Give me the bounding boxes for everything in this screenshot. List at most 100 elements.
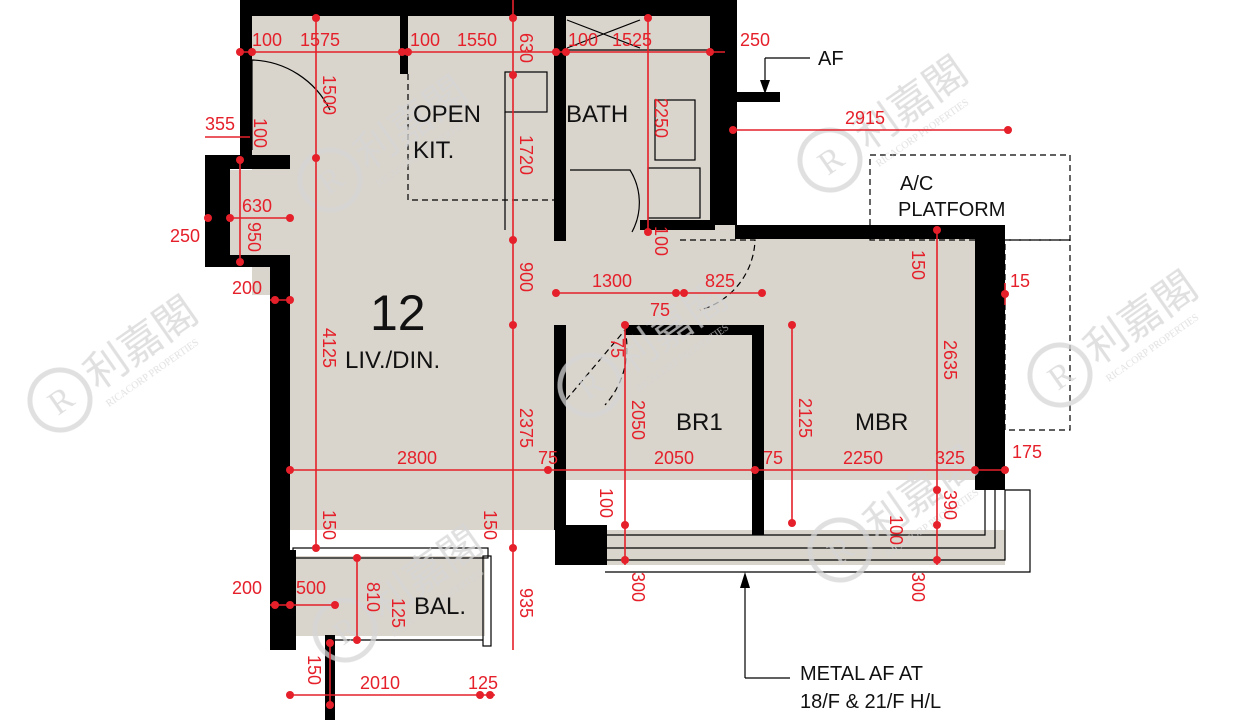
- wall-top-left: [242, 0, 402, 16]
- dim-label: 300: [908, 572, 928, 602]
- tick: [326, 639, 334, 647]
- note-af: AF: [818, 48, 844, 70]
- tick: [933, 486, 941, 494]
- watermark-5: R 利嘉閣 RICACORP PROPERTIES: [1027, 264, 1206, 408]
- wall-balcony-left: [290, 550, 296, 650]
- note-metal-af-1: METAL AF AT: [800, 663, 923, 685]
- dim-label: 2250: [843, 448, 883, 468]
- dim-label: 125: [468, 673, 498, 693]
- watermark-logo-letter: R: [811, 139, 851, 183]
- tick: [486, 691, 494, 699]
- tick: [312, 154, 320, 162]
- closet-floor: [228, 170, 288, 255]
- dim-label: 2800: [397, 448, 437, 468]
- room-label-platform: PLATFORM: [898, 199, 1005, 221]
- dim-label: 200: [232, 278, 262, 298]
- wall-br1-right: [752, 325, 764, 535]
- tick: [562, 48, 570, 56]
- dim-label: 1550: [457, 30, 497, 50]
- dim-label: 100: [568, 30, 598, 50]
- dim-label: 100: [596, 488, 616, 518]
- metal-af-line-3: [605, 490, 1006, 561]
- tick: [1001, 290, 1009, 298]
- watermark-logo-letter: R: [1041, 354, 1081, 398]
- dim-label: 630: [242, 196, 272, 216]
- room-label-bath: BATH: [566, 101, 628, 128]
- tick: [1004, 126, 1012, 134]
- door-mbr: [680, 239, 756, 311]
- dim-label: 2250: [651, 98, 671, 138]
- dim-label: 250: [740, 30, 770, 50]
- tick: [353, 636, 361, 644]
- door-bath: [570, 169, 640, 233]
- balcony-floor: [293, 556, 485, 636]
- dim-label: 825: [705, 271, 735, 291]
- shower-diag-2: [566, 19, 641, 49]
- tick: [204, 214, 212, 222]
- note-metal-af-2: 18/F & 21/F H/L: [800, 691, 941, 713]
- dimension-text: 100 1575 100 1550 630 100 1525 250 355 1…: [170, 30, 1042, 693]
- tick: [933, 521, 941, 529]
- dim-label: 150: [319, 510, 339, 540]
- kitchen-counter: [504, 71, 548, 113]
- tick: [286, 466, 294, 474]
- metal-af-arrow: [740, 572, 750, 588]
- dimension-ticks: [204, 14, 1012, 709]
- af-arrow: [760, 80, 770, 94]
- dim-label: 355: [205, 114, 235, 134]
- tick: [788, 321, 796, 329]
- dim-label: 325: [935, 448, 965, 468]
- tick: [644, 228, 652, 236]
- dim-label: 2010: [360, 673, 400, 693]
- dimension-lines: [205, 0, 1008, 705]
- room-label-liv-number: 12: [370, 285, 426, 341]
- dim-label: 1500: [319, 75, 339, 115]
- dim-label: 100: [886, 515, 906, 545]
- tick: [312, 544, 320, 552]
- tick: [331, 601, 339, 609]
- room-label-br1: BR1: [676, 409, 723, 436]
- dim-label: 1525: [612, 30, 652, 50]
- tick: [621, 556, 629, 564]
- dim-label: 2125: [795, 398, 815, 438]
- dim-label: 390: [940, 490, 960, 520]
- tick: [509, 544, 517, 552]
- wall-closet-left: [205, 155, 230, 267]
- tick: [544, 466, 552, 474]
- dim-label: 150: [908, 250, 928, 280]
- dim-label: 1720: [516, 135, 536, 175]
- tick: [326, 701, 334, 709]
- tick: [236, 258, 244, 266]
- dim-label: 4125: [319, 328, 339, 368]
- watermark-logo-icon: [807, 517, 873, 583]
- tick: [552, 289, 560, 297]
- dim-label: 935: [516, 588, 536, 618]
- dim-label: 175: [1012, 442, 1042, 462]
- dim-label: 300: [628, 572, 648, 602]
- tick: [552, 48, 560, 56]
- dim-label: 950: [244, 222, 264, 252]
- ac-platform-outline: [869, 154, 1071, 241]
- tick: [236, 48, 244, 56]
- tick: [971, 466, 979, 474]
- watermark-logo-icon: [297, 147, 363, 213]
- dim-label: 250: [170, 226, 200, 246]
- tick: [788, 519, 796, 527]
- tick: [404, 48, 412, 56]
- dim-label: 200: [232, 578, 262, 598]
- tick: [286, 601, 294, 609]
- wall-br1-left: [554, 325, 566, 530]
- tick: [509, 236, 517, 244]
- balcony-railing: [292, 547, 489, 559]
- dim-label: 2050: [654, 448, 694, 468]
- wall-right-bath: [710, 0, 737, 225]
- dim-label: 1575: [300, 30, 340, 50]
- room-label-open: OPEN: [413, 101, 481, 128]
- dim-label: 2050: [628, 400, 648, 440]
- tick: [621, 321, 629, 329]
- wall-top-mid: [402, 0, 557, 16]
- wall-left-main: [270, 255, 290, 650]
- dim-label: 75: [763, 448, 783, 468]
- room-label-liv-din: LIV./DIN.: [345, 347, 440, 374]
- dim-label: 75: [607, 338, 627, 358]
